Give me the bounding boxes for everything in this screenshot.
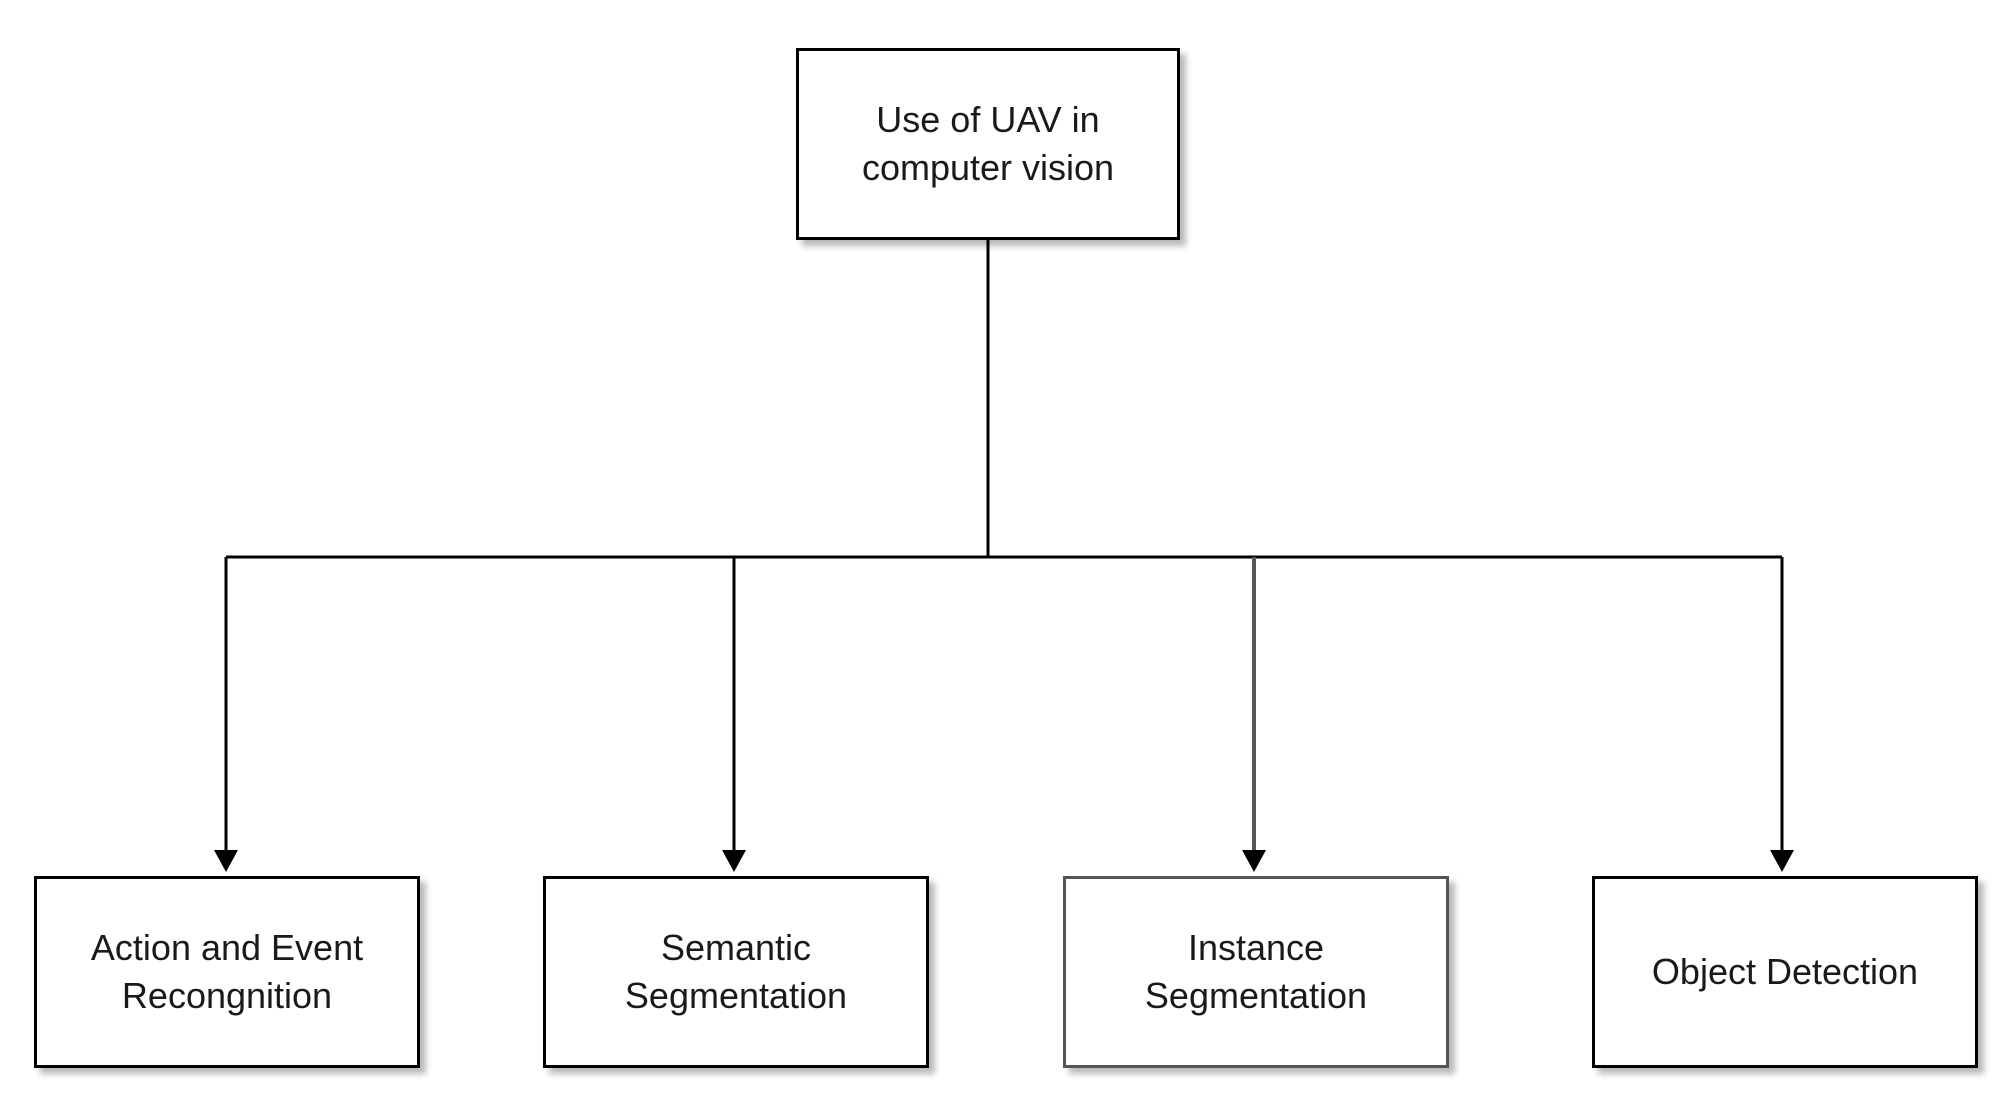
child-node-label: Action and Event Recongnition: [90, 927, 364, 1016]
child-node-action-event: Action and Event Recongnition: [34, 876, 420, 1068]
root-node: Use of UAV in computer vision: [796, 48, 1180, 240]
arrow-to-object-detection: [1770, 557, 1794, 872]
arrow-to-instance-segmentation: [1242, 557, 1266, 872]
child-node-object-detection: Object Detection: [1592, 876, 1978, 1068]
child-node-semantic-segmentation: Semantic Segmentation: [543, 876, 929, 1068]
child-node-instance-segmentation: Instance Segmentation: [1063, 876, 1449, 1068]
arrow-to-action-event: [214, 557, 238, 872]
child-node-label: Semantic Segmentation: [624, 927, 848, 1016]
child-node-label: Object Detection: [1651, 951, 1919, 992]
root-node-label: Use of UAV in computer vision: [861, 99, 1115, 188]
arrow-to-semantic-segmentation: [722, 557, 746, 872]
child-node-label: Instance Segmentation: [1144, 927, 1368, 1016]
